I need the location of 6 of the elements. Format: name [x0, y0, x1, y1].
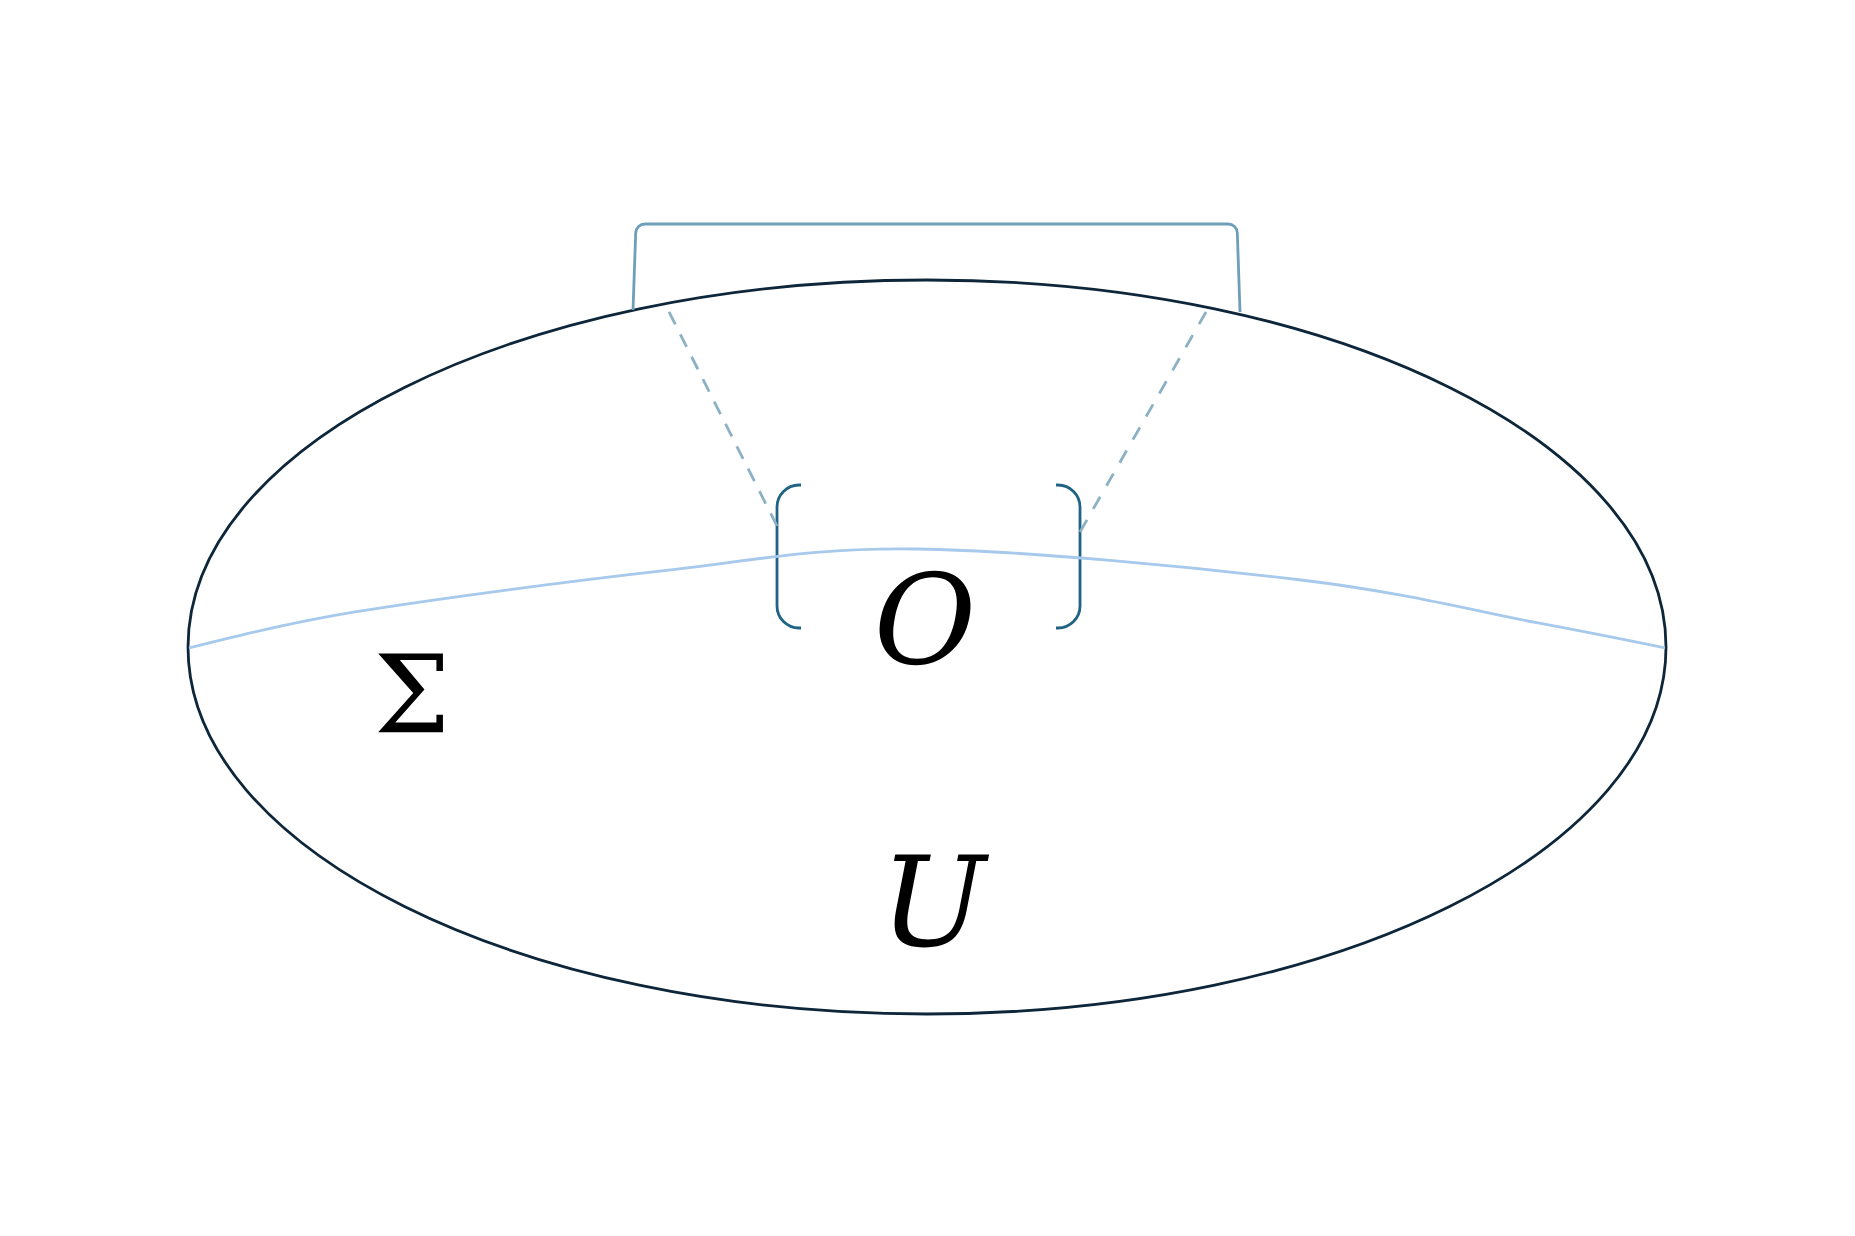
region-label: O [879, 570, 971, 666]
bracket-frame [631, 222, 1242, 313]
region-label: U [893, 854, 990, 948]
dashed-line [1078, 311, 1208, 533]
dashed-line [667, 311, 779, 527]
curve-label: Σ [378, 653, 443, 733]
